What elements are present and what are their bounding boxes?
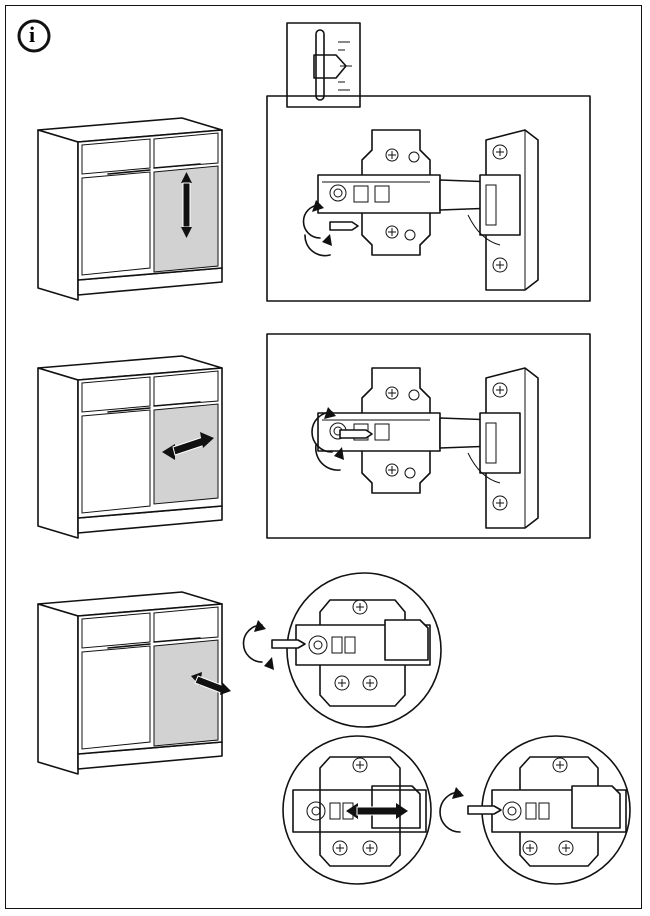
screwdriver-rotate-icon: [302, 200, 359, 257]
info-icon-glyph: i: [29, 22, 36, 47]
screwdriver-rotate-icon: [242, 620, 306, 670]
adjustment-scale-inset: [286, 22, 361, 108]
info-icon: [17, 19, 51, 53]
hinge-detail-box-1: [266, 95, 591, 302]
hinge-circle-detail-1: [242, 572, 442, 728]
screwdriver-tighten-icon: [439, 787, 502, 833]
vertical-double-arrow-icon: [181, 172, 192, 238]
right-door-highlight: [153, 639, 219, 747]
hinge-detail-box-2: [266, 333, 591, 539]
page-border: [5, 5, 642, 909]
right-door-highlight: [153, 403, 219, 505]
info-badge: i: [16, 18, 52, 54]
cabinet-step-1: [37, 117, 223, 301]
hinge-circle-detail-2: [282, 735, 432, 885]
hinge-circle-detail-3: [439, 735, 631, 885]
cabinet-step-3: [37, 591, 223, 775]
cabinet-step-2: [37, 355, 223, 539]
diagonal-double-arrow-icon: [191, 672, 231, 695]
horizontal-double-arrow-icon: [162, 432, 214, 460]
screwdriver-rotate-icon: [311, 407, 373, 471]
slide-double-arrow-icon: [346, 803, 408, 819]
hinge-arm-highlight: [292, 789, 427, 833]
